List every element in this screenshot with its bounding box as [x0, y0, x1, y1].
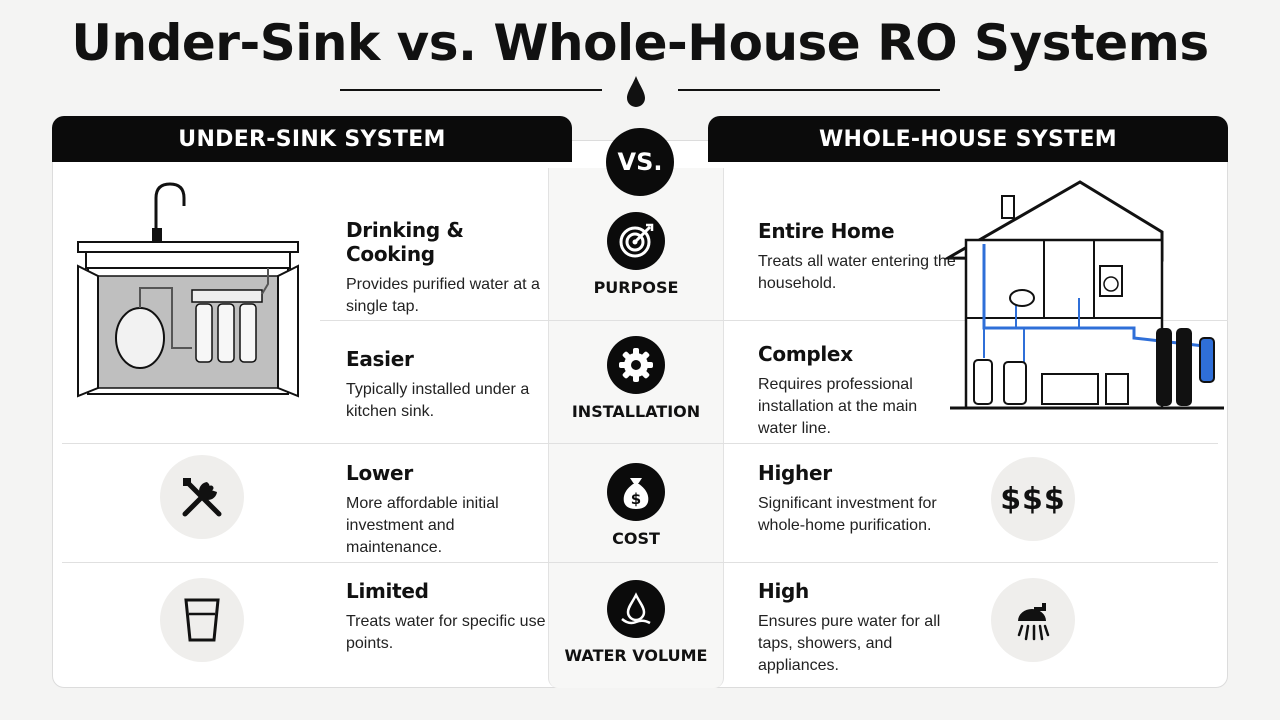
under-sink-installation-title: Easier: [346, 347, 414, 371]
category-cost-label: COST: [612, 529, 660, 548]
whole-house-cost-text: Significant investment for whole-home pu…: [758, 495, 937, 534]
under-sink-cost: Lower More affordable initial investment…: [346, 461, 546, 559]
tools-icon: [160, 455, 244, 539]
water-drop-icon: [627, 76, 645, 107]
whole-house-cost-title: Higher: [758, 461, 832, 485]
whole-house-header: WHOLE-HOUSE SYSTEM: [708, 116, 1228, 162]
target-icon: [607, 212, 665, 270]
whole-house-installation: Complex Requires professional installati…: [758, 342, 958, 440]
under-sink-installation: Easier Typically installed under a kitch…: [346, 347, 546, 423]
category-purpose-label: PURPOSE: [593, 278, 679, 297]
title-rule-right: [678, 89, 940, 91]
under-sink-header: UNDER-SINK SYSTEM: [52, 116, 572, 162]
whole-house-installation-text: Requires professional installation at th…: [758, 376, 918, 437]
whole-house-purpose-title: Entire Home: [758, 219, 895, 243]
under-sink-purpose-text: Provides purified water at a single tap.: [346, 276, 540, 315]
under-sink-installation-text: Typically installed under a kitchen sink…: [346, 381, 530, 420]
whole-house-volume-title: High: [758, 579, 809, 603]
svg-text:$: $: [631, 490, 641, 508]
under-sink-illustration: [77, 182, 299, 398]
under-sink-volume: Limited Treats water for specific use po…: [346, 579, 546, 655]
gear-icon: [607, 336, 665, 394]
whole-house-installation-title: Complex: [758, 342, 853, 366]
whole-house-volume-text: Ensures pure water for all taps, showers…: [758, 613, 941, 674]
under-sink-purpose: Drinking & Cooking Provides purified wat…: [346, 218, 546, 318]
whole-house-cost: Higher Significant investment for whole-…: [758, 461, 958, 537]
whole-house-volume: High Ensures pure water for all taps, sh…: [758, 579, 958, 677]
category-water-volume-label: WATER VOLUME: [564, 646, 708, 665]
title-rule-left: [340, 89, 602, 91]
vs-badge: VS.: [606, 128, 674, 196]
money-bag-icon: $: [607, 463, 665, 521]
row-divider: [62, 562, 1218, 563]
category-installation: INSTALLATION: [548, 336, 724, 421]
category-purpose: PURPOSE: [548, 212, 724, 297]
whole-house-purpose-text: Treats all water entering the household.: [758, 253, 956, 292]
whole-house-illustration: [944, 180, 1224, 410]
dollar-signs-text: $$$: [1000, 481, 1066, 517]
shower-icon: [991, 578, 1075, 662]
category-installation-label: INSTALLATION: [571, 402, 701, 421]
category-water-volume: WATER VOLUME: [548, 580, 724, 665]
under-sink-cost-text: More affordable initial investment and m…: [346, 495, 499, 556]
under-sink-volume-text: Treats water for specific use points.: [346, 613, 546, 652]
category-cost: $ COST: [548, 463, 724, 548]
page-title: Under-Sink vs. Whole-House RO Systems: [71, 14, 1209, 72]
under-sink-volume-title: Limited: [346, 579, 429, 603]
row-divider: [62, 443, 1218, 444]
under-sink-cost-title: Lower: [346, 461, 413, 485]
under-sink-purpose-title: Drinking & Cooking: [346, 218, 464, 266]
glass-icon: [160, 578, 244, 662]
row-divider: [320, 320, 1228, 321]
water-drop-icon: [607, 580, 665, 638]
dollar-signs-icon: $$$: [991, 457, 1075, 541]
whole-house-purpose: Entire Home Treats all water entering th…: [758, 219, 958, 295]
